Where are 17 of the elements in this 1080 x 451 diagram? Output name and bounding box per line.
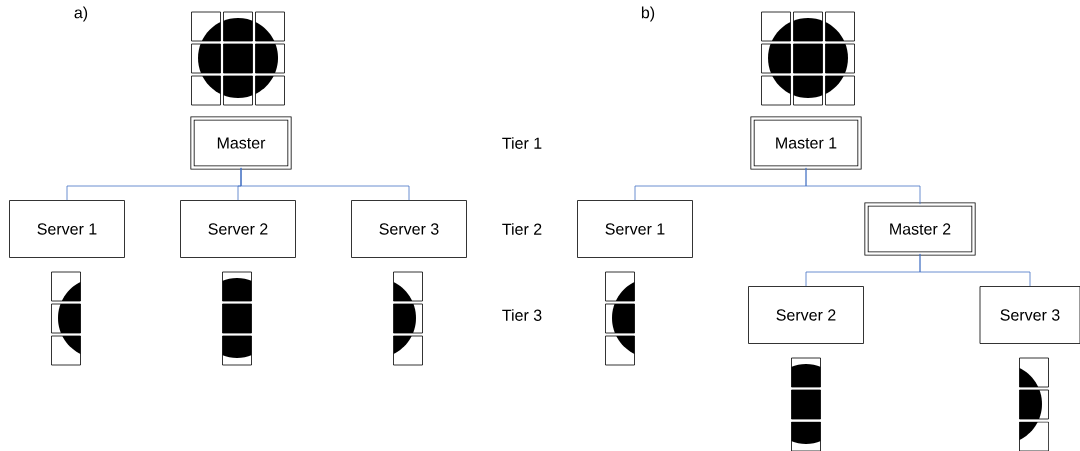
server-box: Server 1 [577,200,693,258]
master-box: Master [190,116,292,170]
master-box: Master 1 [750,116,862,170]
tier-label: Tier 1 [502,137,542,149]
connector-line [919,253,1031,287]
connector-line [805,167,921,205]
tier-label: Tier 3 [502,309,542,321]
connector-line [240,167,410,201]
panel-label: b) [641,6,655,22]
server-box: Server 2 [748,286,864,344]
tier-label: Tier 2 [502,223,542,235]
master-box: Master 2 [864,202,976,256]
server-box: Server 2 [180,200,296,258]
server-box: Server 3 [351,200,467,258]
server-box: Server 1 [9,200,125,258]
panel-label: a) [74,6,88,22]
server-box: Server 3 [979,286,1080,344]
